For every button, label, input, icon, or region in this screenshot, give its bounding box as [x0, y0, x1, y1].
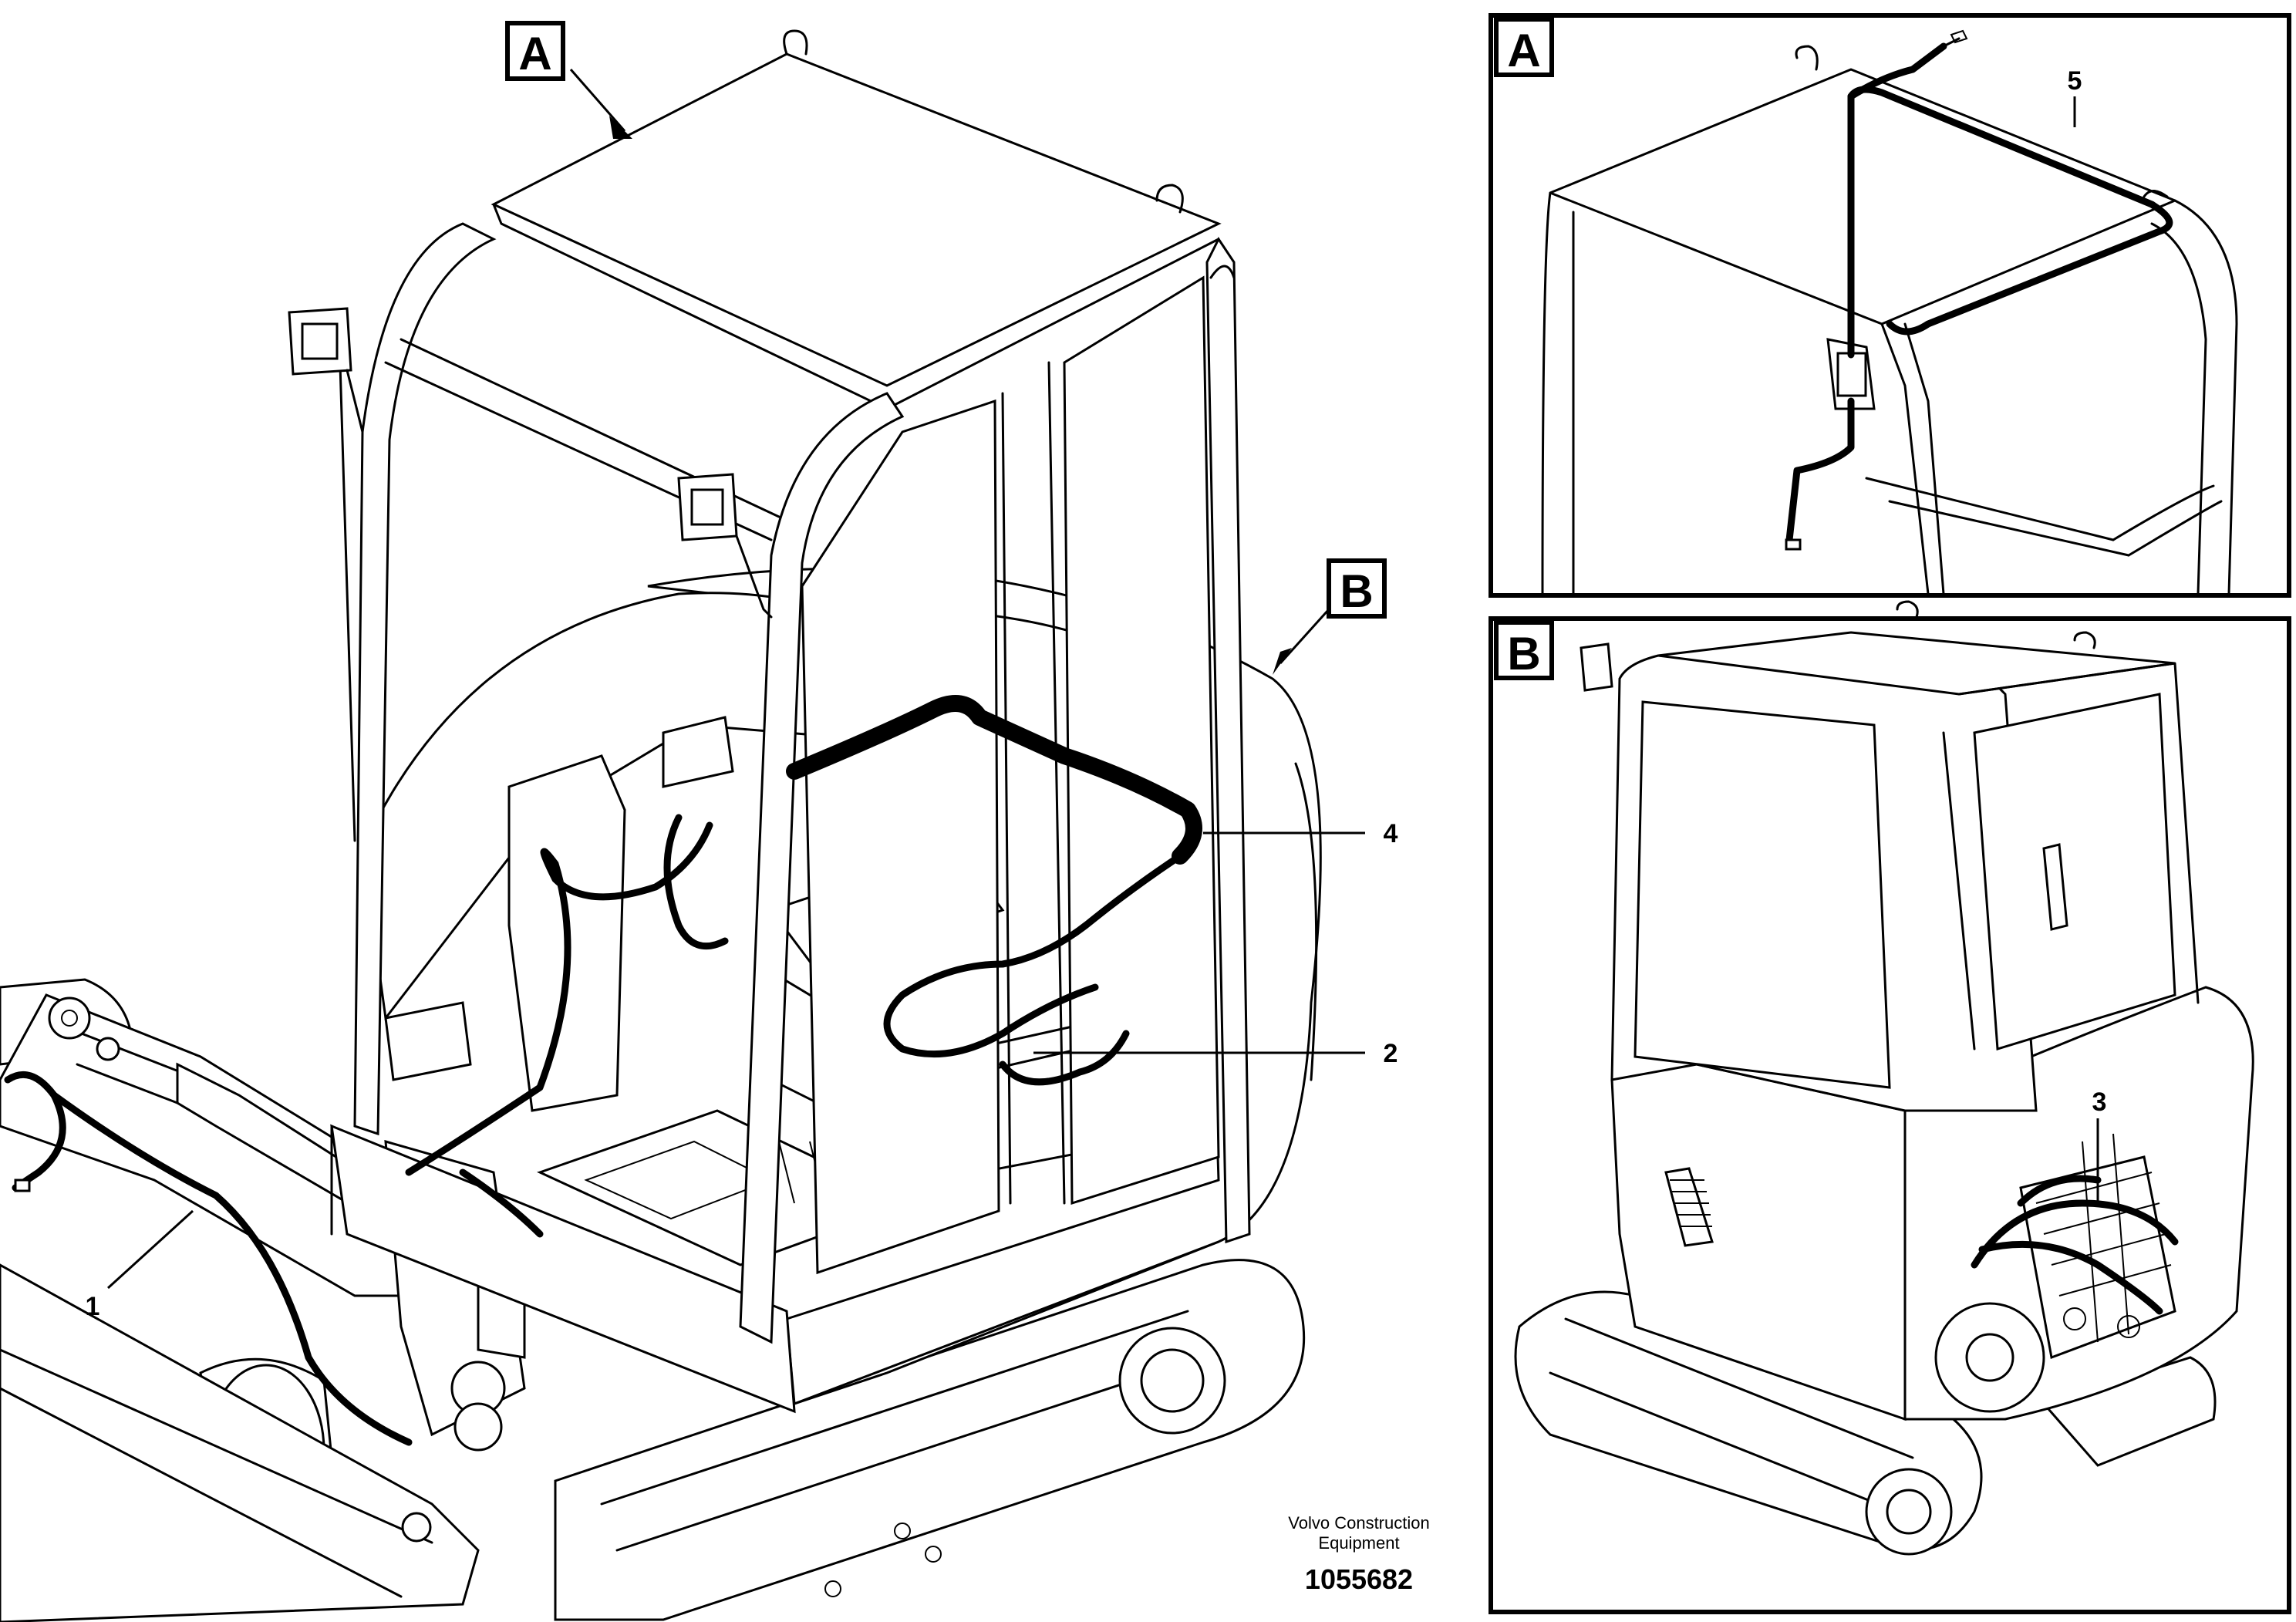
- harness-4-branch: [883, 852, 1184, 1058]
- door-glass: [801, 399, 1000, 1275]
- callout-number: 4: [1384, 819, 1398, 848]
- callout-3: 3: [2092, 1088, 2107, 1203]
- drawing-number: 1055682: [1305, 1563, 1413, 1595]
- cab-roof: [491, 52, 1222, 387]
- cab-pillar-front: [739, 392, 905, 1344]
- callout-number: 5: [2068, 66, 2082, 96]
- callout-number: 3: [2092, 1088, 2107, 1117]
- harness-5-lead: [1847, 42, 1947, 100]
- view-marker-label: B: [1507, 628, 1540, 679]
- harness-cab-floor: [405, 821, 713, 1176]
- cab-pillar-right: [1205, 237, 1251, 1244]
- harness-3: [1971, 1199, 2179, 1315]
- view-marker-label: B: [1340, 565, 1373, 617]
- harness-2: [999, 1030, 1130, 1086]
- view-marker-label: A: [1507, 25, 1540, 76]
- wire-harnesses: [4, 695, 1202, 1446]
- drawing-footer: Volvo Construction Equipment 1055682: [1288, 1513, 1429, 1595]
- callout-number: 2: [1384, 1039, 1398, 1068]
- work-light-icon: [1580, 642, 1613, 692]
- view-marker-b-main: B: [1273, 558, 1387, 675]
- harness-1: [50, 1091, 413, 1446]
- cab-pillar-left: [353, 222, 497, 1136]
- detail-view-a: A 5: [1489, 13, 2291, 598]
- harness-5-drop: [1785, 397, 1855, 544]
- harness-3-branch: [2017, 1175, 2102, 1207]
- main-view: A B 1 4 2 Volvo Construction Equipment 1: [0, 21, 1430, 1622]
- view-marker-label: A: [518, 28, 551, 79]
- door-handle: [2042, 843, 2068, 931]
- callout-5: 5: [2068, 66, 2082, 127]
- harness-1-connector-end: [4, 1071, 66, 1192]
- callout-number: 1: [86, 1292, 100, 1321]
- detail-frame-a: [1489, 13, 2291, 598]
- view-marker-a-main: A: [505, 21, 632, 139]
- company-name-line2: Equipment: [1318, 1533, 1399, 1553]
- callout-2: 2: [1033, 1039, 1397, 1068]
- company-name-line1: Volvo Construction: [1288, 1513, 1429, 1533]
- harness-4: [786, 695, 1202, 865]
- door-glass-b: [1973, 693, 2176, 1050]
- side-glass: [1063, 275, 1220, 1206]
- track-left: [1514, 1290, 1983, 1551]
- rear-glass: [1633, 700, 1891, 1089]
- callout-4: 4: [1203, 819, 1398, 848]
- work-lights: [288, 307, 773, 619]
- harness-seat-branch: [663, 814, 729, 950]
- detail-view-b: B: [1489, 600, 2291, 1614]
- cab-floor-plate: [330, 1124, 796, 1414]
- callout-1: 1: [86, 1209, 194, 1321]
- cab-frame: [338, 29, 1251, 1344]
- harness-branch: [459, 1168, 544, 1238]
